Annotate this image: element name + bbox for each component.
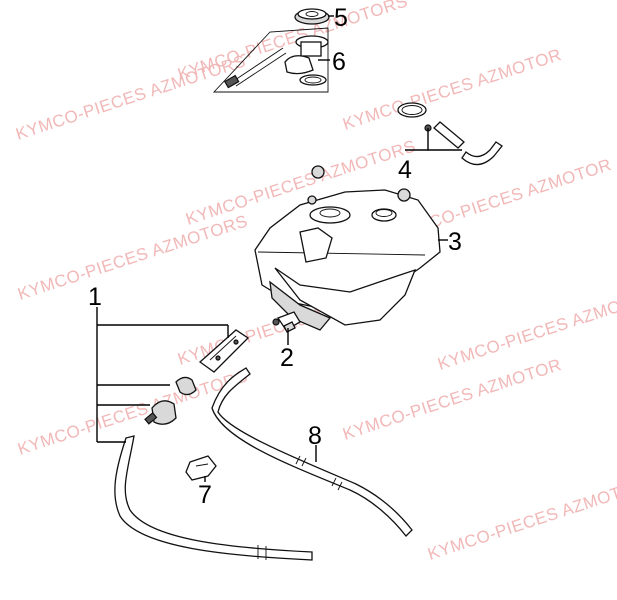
callout-8: 8 (308, 422, 322, 450)
callout-5: 5 (334, 4, 348, 32)
part-8-hose (211, 367, 413, 537)
leader-lines (96, 15, 462, 482)
callout-3: 3 (448, 228, 462, 256)
callout-1: 1 (88, 283, 102, 311)
callout-numbers: 5 6 4 3 1 2 8 7 (88, 4, 462, 509)
callout-2: 2 (280, 344, 294, 372)
part-5-ring-nut (294, 8, 330, 25)
part-6-fuel-unit (212, 27, 329, 93)
watermark: KYMCO-PIECES AZMOTORS (13, 51, 248, 143)
callout-4: 4 (398, 156, 412, 184)
callout-7: 7 (198, 481, 212, 509)
part-7-clip (185, 455, 217, 481)
watermark: KYMCO-PIECES AZMOTOR (435, 285, 617, 374)
fuel-gauge-assembly (212, 8, 330, 93)
part-4-hose-clamp (397, 102, 503, 166)
watermark: KYMCO-PIECES AZMOTORS (15, 211, 250, 303)
watermark: KYMCO-PIECES AZMOTOR (425, 475, 617, 564)
part-3-fuel-tank (254, 165, 441, 331)
part-1-fuel-filter-hose (114, 329, 313, 561)
watermark: KYMCO-PIECES AZMOTOR (340, 45, 563, 134)
callout-6: 6 (332, 48, 346, 76)
part-2-fuel-cock (272, 311, 301, 333)
